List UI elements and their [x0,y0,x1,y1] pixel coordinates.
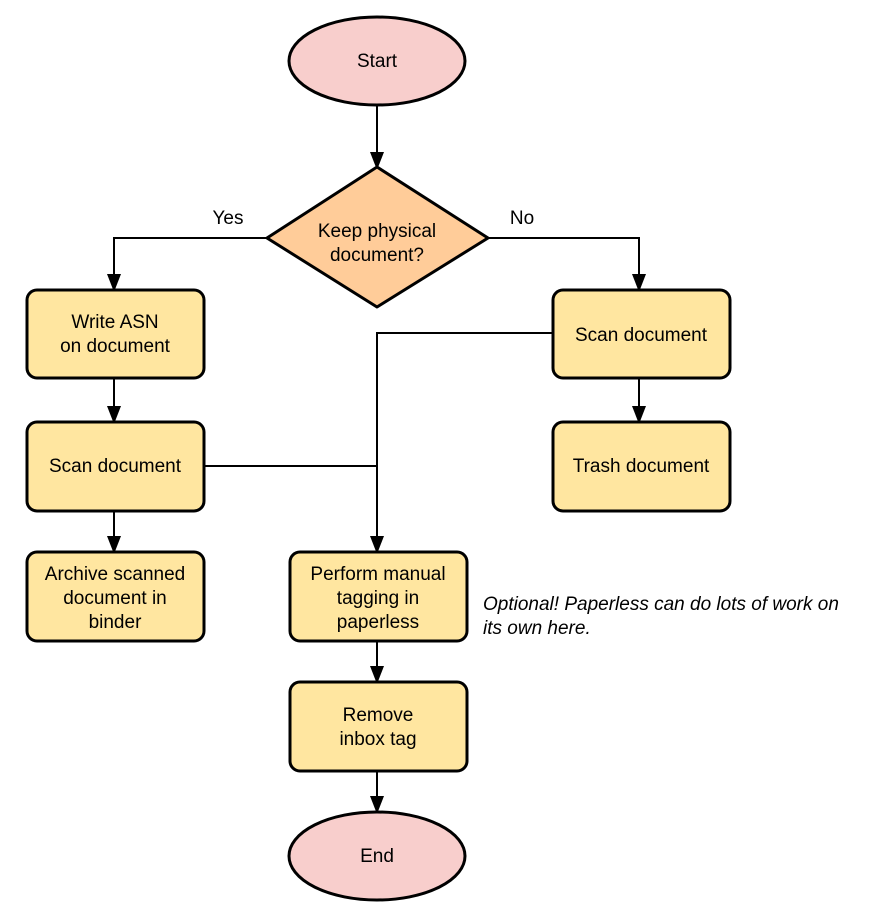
annotation-line2: its own here. [483,618,591,639]
node-label-tagging-line2: tagging in [337,588,419,609]
node-archive-scanned-document[interactable]: Archive scanned document in binder [25,550,206,643]
node-remove-inbox-tag[interactable]: Remove inbox tag [288,680,469,773]
edge-write-asn-to-scan-left [107,378,121,424]
node-label-remove-inbox-line2: inbox tag [339,729,416,750]
arrowhead-icon [107,536,121,554]
scan-document-left-box-shape[interactable] [25,420,206,513]
node-label-scan-document-left: Scan document [49,456,182,477]
annotation-line1: Optional! Paperless can do lots of work … [483,594,839,615]
node-perform-manual-tagging[interactable]: Perform manual tagging in paperless [288,550,469,643]
arrowhead-icon [370,152,384,170]
node-label-archive-line2: document in [63,588,167,609]
node-label-scan-document-right: Scan document [575,325,708,346]
edge-line [113,237,267,282]
start-ellipse-shape[interactable] [287,15,467,107]
arrowhead-icon [107,274,121,292]
edge-decision-yes-to-write-asn: Yes [107,208,267,292]
edge-scan-right-to-trash [632,378,646,424]
edge-scan-left-to-archive [107,511,121,554]
arrowhead-icon [632,406,646,424]
node-label-decision-line1: Keep physical [318,221,436,242]
node-label-tagging-line1: Perform manual [310,564,445,585]
node-label-archive-line3: binder [89,612,142,633]
node-scan-document-left[interactable]: Scan document [25,420,206,513]
arrowhead-icon [370,536,384,554]
arrowhead-icon [107,406,121,424]
edge-line [376,332,553,544]
node-label-write-asn-line2: on document [60,336,171,357]
node-decision-keep-physical-document[interactable]: Keep physical document? [265,165,490,309]
annotation-optional-paperless: Optional! Paperless can do lots of work … [483,594,839,639]
archive-box-shape[interactable] [25,550,206,643]
edge-decision-no-to-scan-right: No [488,208,646,292]
node-label-decision-line2: document? [330,245,424,266]
scan-document-right-box-shape[interactable] [551,288,732,380]
decision-diamond-shape[interactable] [265,165,490,309]
edge-label-yes: Yes [213,208,244,229]
node-label-write-asn-line1: Write ASN [71,312,158,333]
node-trash-document[interactable]: Trash document [551,420,732,513]
remove-inbox-box-shape[interactable] [288,680,469,773]
edge-remove-inbox-to-end [370,771,384,814]
node-scan-document-right[interactable]: Scan document [551,288,732,380]
trash-document-box-shape[interactable] [551,420,732,513]
edge-start-to-decision [370,104,384,170]
edge-scan-right-to-tagging [370,332,553,554]
end-ellipse-shape[interactable] [287,810,467,902]
node-label-end: End [360,846,394,867]
node-label-trash-document: Trash document [573,456,710,477]
node-start[interactable]: Start [287,15,467,107]
node-label-archive-line1: Archive scanned [45,564,185,585]
edge-line [488,237,640,282]
arrowhead-icon [632,274,646,292]
write-asn-box-shape[interactable] [25,288,206,380]
tagging-box-shape[interactable] [288,550,469,643]
node-label-remove-inbox-line1: Remove [343,705,414,726]
arrowhead-icon [370,666,384,684]
arrowhead-icon [370,796,384,814]
node-write-asn-on-document[interactable]: Write ASN on document [25,288,206,380]
node-end[interactable]: End [287,810,467,902]
node-label-tagging-line3: paperless [337,612,419,633]
edge-tagging-to-remove-inbox [370,641,384,684]
node-label-start: Start [357,51,398,72]
edge-label-no: No [510,208,534,229]
